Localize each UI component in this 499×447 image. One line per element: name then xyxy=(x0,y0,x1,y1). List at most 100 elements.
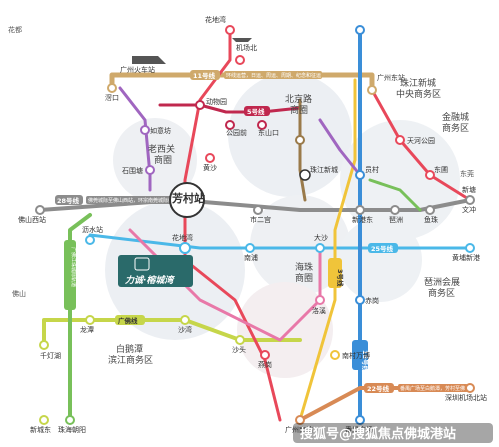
bubble-haizhu xyxy=(250,195,350,295)
station-dot xyxy=(195,100,205,110)
station-dot xyxy=(465,243,475,253)
station-dot xyxy=(295,135,305,145)
station-label: 广州南站 xyxy=(285,425,313,434)
station-dot xyxy=(355,295,365,305)
station-label: 沙头 xyxy=(232,345,246,354)
line-green-east xyxy=(368,178,422,212)
hub-label: 芳村站 xyxy=(172,191,205,205)
station-label: 千灯湖 xyxy=(40,351,61,360)
bubble-pazhou xyxy=(338,218,422,302)
line-badges: 11号线 环线运营，日运、周运、周期、纪念和征运 5号线 28号线 佛莞城际至佛… xyxy=(55,70,480,393)
station-label: 花地湾 xyxy=(172,233,193,242)
station-dot xyxy=(330,350,340,360)
area-label: 老西关 商圈 xyxy=(148,143,178,166)
station-label: 佛山西站 xyxy=(18,215,46,224)
project-marker[interactable]: 力诚·榕城湾 xyxy=(118,255,193,287)
station-label: 广州东站 xyxy=(377,73,405,82)
svg-text:5号线: 5号线 xyxy=(247,107,265,116)
station-label: 滘口 xyxy=(105,93,119,102)
station-dot xyxy=(107,83,117,93)
station-label: 市二宫 xyxy=(250,215,271,224)
line-brown xyxy=(298,98,307,202)
svg-text:番禺广场至白鹅潭，芳村至佛山广场: 番禺广场至白鹅潭，芳村至佛山广场 xyxy=(400,385,480,392)
station-label: 赤岗 xyxy=(365,297,379,305)
station-label: 广州火车站 xyxy=(120,65,155,74)
station-dot xyxy=(367,85,377,95)
line-purple xyxy=(118,86,152,192)
station-label: 燕岗 xyxy=(258,360,272,369)
station-label: 花地湾 xyxy=(205,15,226,24)
station-label: 南浦 xyxy=(244,253,258,262)
station-dot xyxy=(355,205,365,215)
svg-text:11号线: 11号线 xyxy=(193,71,216,80)
area-label: 琶洲会展 商务区 xyxy=(424,276,463,299)
station-label: 鱼珠 xyxy=(424,215,438,224)
area-label: 珠江新城 中央商务区 xyxy=(396,77,441,100)
station-dot xyxy=(390,205,400,215)
station-label: 珠海朝阳 xyxy=(58,425,86,434)
station-label: 黄埔新港 xyxy=(452,253,480,262)
station-dot xyxy=(235,55,245,65)
station-label: 番禺广场 xyxy=(345,425,373,434)
station-dot xyxy=(355,415,365,425)
svg-text:佛莞城际至佛山西站，环宗南莞城际综合站线: 佛莞城际至佛山西站，环宗南莞城际综合站线 xyxy=(88,197,188,204)
station-dot xyxy=(253,205,263,215)
station-label: 新港东 xyxy=(352,215,373,224)
project-bg xyxy=(118,255,193,287)
svg-text:25号线: 25号线 xyxy=(371,244,394,253)
project-label: 力诚·榕城湾 xyxy=(125,275,175,286)
watermark: 搜狐号@搜狐焦点佛城港站 xyxy=(293,423,493,443)
station-label: 龙潭 xyxy=(80,325,94,334)
station-label: 深圳机场北站 xyxy=(445,393,487,402)
svg-text:环线运营，日运、周运、周期、纪念和征运: 环线运营，日运、周运、周期、纪念和征运 xyxy=(226,72,321,79)
line-foshan-guangzhu xyxy=(68,213,92,422)
bubble-laoxiguan xyxy=(113,118,197,202)
line-11 xyxy=(109,72,375,93)
svg-text:18号线: 18号线 xyxy=(361,350,370,373)
line-25 xyxy=(88,233,472,250)
station-label: 珠江新城 xyxy=(310,165,338,174)
station-dot xyxy=(85,315,95,325)
badge-line3: 3号线 xyxy=(328,258,345,288)
area-label: 北京路 商圈 xyxy=(285,93,315,116)
station-dot xyxy=(395,135,405,145)
station-dot xyxy=(257,120,267,130)
area-line: 北京路 xyxy=(285,93,312,105)
badge-line28: 28号线 佛莞城际至佛山西站，环宗南莞城际综合站线 xyxy=(55,195,188,205)
hub-fangcun[interactable]: 芳村站 xyxy=(169,182,205,218)
station-dot xyxy=(465,195,475,205)
line-3 xyxy=(298,78,357,422)
station-dot xyxy=(425,170,435,180)
station-dot xyxy=(425,205,435,215)
badge-line22: 22号线 番禺广场至白鹅潭，芳村至佛山广场 xyxy=(364,383,480,393)
station-dot xyxy=(39,340,49,350)
station-dot xyxy=(315,295,325,305)
station-dot xyxy=(235,335,245,345)
station-label: 东山口 xyxy=(258,128,279,137)
station-dot xyxy=(39,415,49,425)
station-dot xyxy=(140,125,150,135)
svg-text:搜狐号@搜狐焦点佛城港站: 搜狐号@搜狐焦点佛城港站 xyxy=(300,426,456,442)
station-label: 大沙 xyxy=(314,233,328,242)
svg-text:广佛江珠城际轨道: 广佛江珠城际轨道 xyxy=(70,247,77,287)
station-dot xyxy=(295,415,305,425)
station-label: 南村万博 xyxy=(342,351,370,360)
station-label: 机场北 xyxy=(236,43,257,52)
station-label: 如意坊 xyxy=(150,126,171,135)
station-dot xyxy=(179,242,191,254)
station-label: 沥水站 xyxy=(82,225,103,234)
area-labels: 北京路 商圈 老西关 商圈 珠江新城 中央商务区 金融城 商务区 海珠 商圈 琶… xyxy=(108,77,469,366)
project-logo-icon xyxy=(134,257,150,271)
line-purple-east xyxy=(318,118,362,177)
station-dot xyxy=(315,243,325,253)
area-label: 海珠 商圈 xyxy=(295,261,316,284)
station-dot xyxy=(225,25,235,35)
station-dot xyxy=(205,153,215,163)
station-label: 新塘 xyxy=(462,185,476,194)
badge-foshan-guangzhu: 广佛江珠城际轨道 xyxy=(64,240,77,310)
badge-line5: 5号线 xyxy=(244,106,270,116)
badge-guangfo: 广佛线 xyxy=(115,315,145,325)
station-dot xyxy=(35,205,45,215)
direction-huadu: 花都 xyxy=(8,25,22,34)
